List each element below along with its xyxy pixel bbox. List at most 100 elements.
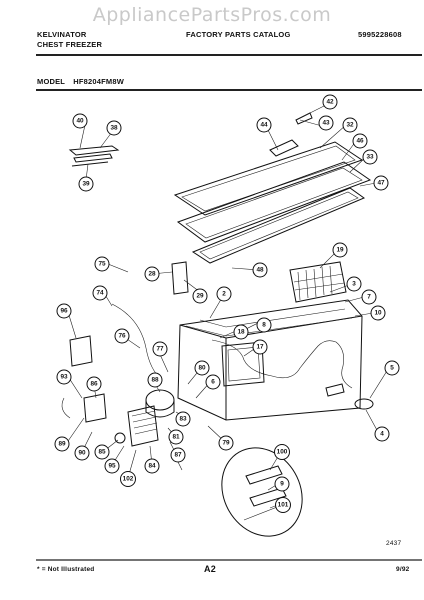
svg-text:102: 102 xyxy=(123,476,134,483)
svg-text:5: 5 xyxy=(390,365,394,372)
svg-text:38: 38 xyxy=(110,125,118,132)
callout-75: 75 xyxy=(94,256,110,272)
callout-84: 84 xyxy=(144,458,160,474)
svg-text:77: 77 xyxy=(156,346,164,353)
callout-93: 93 xyxy=(56,369,72,385)
model-line: MODEL HF8204FM8W xyxy=(37,77,124,86)
svg-text:19: 19 xyxy=(336,247,344,254)
callout-10: 10 xyxy=(370,305,386,321)
callout-89: 89 xyxy=(54,436,70,452)
svg-text:100: 100 xyxy=(277,449,288,456)
callout-32: 32 xyxy=(342,117,358,133)
callout-5: 5 xyxy=(384,360,400,376)
svg-text:84: 84 xyxy=(148,463,156,470)
callout-48: 48 xyxy=(252,262,268,278)
svg-text:43: 43 xyxy=(322,120,330,127)
svg-text:48: 48 xyxy=(256,267,264,274)
compressor xyxy=(145,389,175,418)
catalog-title: FACTORY PARTS CATALOG xyxy=(186,30,291,39)
svg-text:17: 17 xyxy=(256,344,264,351)
hinge-assembly xyxy=(68,145,120,167)
callout-74: 74 xyxy=(92,285,108,301)
catalog-part-number: 5995228608 xyxy=(358,30,402,39)
brand-name: KELVINATOR xyxy=(37,30,87,39)
callout-3: 3 xyxy=(346,276,362,292)
svg-text:76: 76 xyxy=(118,333,126,340)
callout-4: 4 xyxy=(374,426,390,442)
svg-text:81: 81 xyxy=(172,434,180,441)
svg-text:101: 101 xyxy=(278,502,289,509)
svg-text:7: 7 xyxy=(367,294,371,301)
callout-19: 19 xyxy=(332,242,348,258)
model-label: MODEL xyxy=(37,77,65,86)
drawing-number: 2437 xyxy=(386,540,402,547)
callout-102: 102 xyxy=(120,471,136,487)
svg-text:80: 80 xyxy=(198,365,206,372)
svg-text:95: 95 xyxy=(108,463,116,470)
svg-text:96: 96 xyxy=(60,308,68,315)
svg-text:33: 33 xyxy=(366,154,374,161)
svg-text:83: 83 xyxy=(179,416,187,423)
lid-assembly xyxy=(173,112,372,264)
callout-44: 44 xyxy=(256,117,272,133)
callout-87: 87 xyxy=(170,447,186,463)
callout-101: 101 xyxy=(275,497,291,513)
callout-100: 100 xyxy=(274,444,290,460)
cabinet xyxy=(177,299,363,421)
svg-text:90: 90 xyxy=(78,450,86,457)
thermostat-parts xyxy=(69,261,189,381)
electrical-box xyxy=(61,393,107,423)
callout-38: 38 xyxy=(106,120,122,136)
callout-42: 42 xyxy=(322,94,338,110)
svg-text:39: 39 xyxy=(82,181,90,188)
svg-text:29: 29 xyxy=(196,293,204,300)
svg-text:89: 89 xyxy=(58,441,66,448)
callout-46: 46 xyxy=(352,133,368,149)
svg-text:42: 42 xyxy=(326,99,334,106)
drain-parts xyxy=(114,383,374,471)
callout-6: 6 xyxy=(205,374,221,390)
svg-text:4: 4 xyxy=(380,431,384,438)
callout-39: 39 xyxy=(78,176,94,192)
callout-76: 76 xyxy=(114,328,130,344)
svg-text:32: 32 xyxy=(346,122,354,129)
callout-33: 33 xyxy=(362,149,378,165)
callout-86: 86 xyxy=(86,376,102,392)
callout-77: 77 xyxy=(152,341,168,357)
not-illustrated-note: * = Not Illustrated xyxy=(37,566,95,573)
product-name: CHEST FREEZER xyxy=(37,40,103,49)
detail-inset xyxy=(221,447,303,537)
callout-18: 18 xyxy=(233,324,249,340)
svg-text:10: 10 xyxy=(374,310,382,317)
svg-text:9: 9 xyxy=(280,481,284,488)
callout-40: 40 xyxy=(72,113,88,129)
svg-text:93: 93 xyxy=(60,374,68,381)
svg-text:3: 3 xyxy=(352,281,356,288)
callout-81: 81 xyxy=(168,429,184,445)
svg-text:88: 88 xyxy=(151,377,159,384)
model-rule xyxy=(36,89,422,91)
callout-43: 43 xyxy=(318,115,334,131)
callout-88: 88 xyxy=(147,372,163,388)
callout-95: 95 xyxy=(104,458,120,474)
condenser-panel xyxy=(127,405,159,447)
model-number: HF8204FM8W xyxy=(73,77,125,86)
revision-date: 9/92 xyxy=(396,566,410,573)
callout-85: 85 xyxy=(94,444,110,460)
callout-90: 90 xyxy=(74,445,90,461)
callout-96: 96 xyxy=(56,303,72,319)
svg-text:47: 47 xyxy=(377,180,385,187)
svg-text:28: 28 xyxy=(148,271,156,278)
page-number: A2 xyxy=(204,564,216,574)
callout-17: 17 xyxy=(252,339,268,355)
svg-text:6: 6 xyxy=(211,379,215,386)
callout-83: 83 xyxy=(175,411,191,427)
svg-text:2: 2 xyxy=(222,291,226,298)
callout-79: 79 xyxy=(218,435,234,451)
svg-text:87: 87 xyxy=(174,452,182,459)
svg-text:85: 85 xyxy=(98,449,106,456)
svg-text:75: 75 xyxy=(98,261,106,268)
watermark: AppliancePartsPros.com xyxy=(92,4,332,26)
header-rule xyxy=(36,54,422,56)
